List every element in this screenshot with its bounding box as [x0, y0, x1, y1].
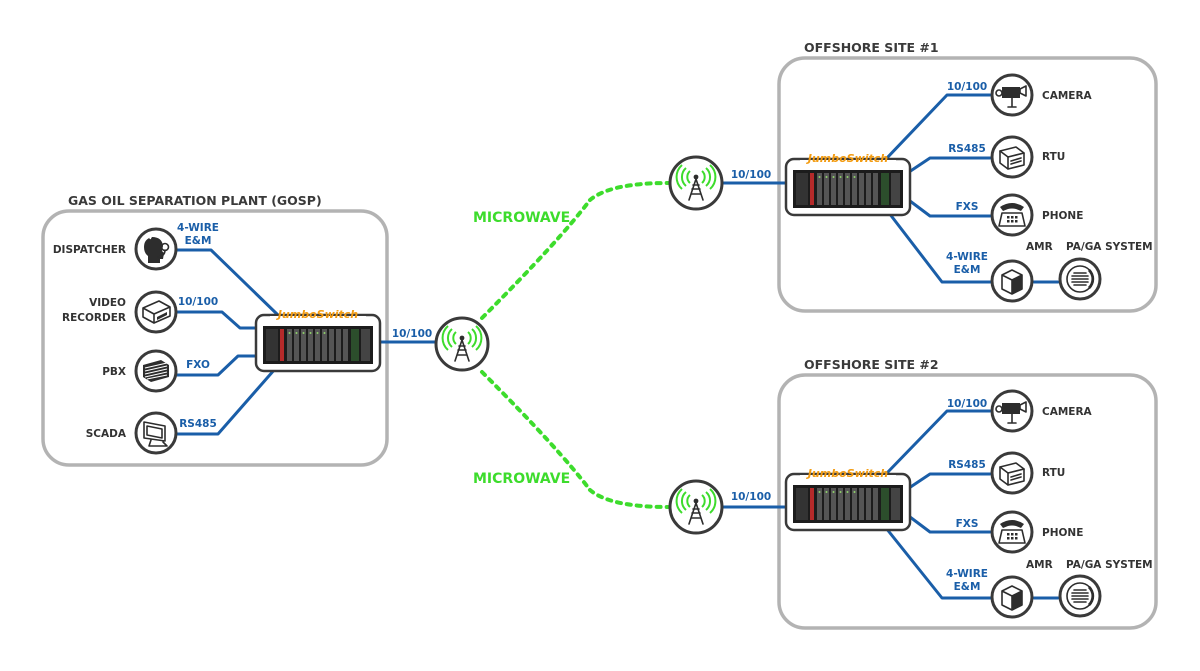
microwave-label-lower: MICROWAVE: [473, 471, 570, 487]
phone-icon-site2: [990, 510, 1034, 554]
site1-link-label-phone: FXS: [956, 201, 979, 213]
microwave-tower-gosp-icon: [434, 316, 490, 372]
phone-icon: [990, 193, 1034, 237]
link-site2-phone: [904, 512, 992, 534]
site1-link-label-rtu: RS485: [948, 143, 986, 155]
site2-link-label-amr-line1: 4-WIRE: [946, 568, 988, 580]
offshore-site-2-title: OFFSHORE SITE #2: [804, 357, 939, 372]
gosp-frame: [41, 209, 389, 467]
site2-switch-brand: JumboSwitch: [806, 467, 888, 480]
amr-icon: [990, 259, 1034, 303]
link-site1-rtu: [904, 156, 992, 176]
site2-label-rtu: RTU: [1042, 467, 1065, 479]
link-site2-camera: [884, 409, 992, 476]
device-label-dispatcher: DISPATCHER: [53, 244, 126, 256]
site1-link-label-uplink: 10/100: [731, 169, 771, 181]
site1-label-camera: CAMERA: [1042, 90, 1093, 102]
site2-link-label-phone: FXS: [956, 518, 979, 530]
rtu-icon-site2: [990, 451, 1034, 495]
link-site2-rtu: [904, 472, 992, 492]
device-label-scada: SCADA: [86, 428, 127, 440]
headset-operator-icon: [134, 227, 178, 271]
site2-label-phone: PHONE: [1042, 527, 1083, 539]
link-site2-amr: [884, 526, 994, 600]
gosp-title: GAS OIL SEPARATION PLANT (GOSP): [68, 193, 322, 208]
gosp-jumboswitch: [254, 313, 382, 373]
site2-link-label-uplink: 10/100: [731, 491, 771, 503]
microwave-label-upper: MICROWAVE: [473, 210, 570, 226]
site1-link-label-camera: 10/100: [947, 81, 987, 93]
offshore-site-1-title: OFFSHORE SITE #1: [804, 40, 939, 55]
link-site1-phone: [904, 196, 992, 218]
device-label-recorder: RECORDER: [62, 312, 126, 324]
site1-jumboswitch: [784, 157, 912, 217]
link-label-dispatcher-line1: 4-WIRE: [177, 222, 219, 234]
site1-label-paga: PA/GA SYSTEM: [1066, 241, 1153, 253]
site2-label-camera: CAMERA: [1042, 406, 1093, 418]
camera-icon: [990, 73, 1034, 117]
site1-link-label-amr-line2: E&M: [954, 264, 981, 276]
microwave-tower-site2-icon: [668, 479, 724, 535]
speaker-icon-site2: [1058, 574, 1102, 618]
monitor-icon: [134, 411, 178, 455]
link-label-gosp-uplink: 10/100: [392, 328, 432, 340]
site1-label-amr: AMR: [1026, 241, 1053, 253]
site1-link-label-amr-line1: 4-WIRE: [946, 251, 988, 263]
link-label-video-recorder: 10/100: [178, 296, 218, 308]
gosp-switch-brand: JumboSwitch: [276, 308, 358, 321]
site1-label-rtu: RTU: [1042, 151, 1065, 163]
site2-link-label-rtu: RS485: [948, 459, 986, 471]
pbx-icon: [134, 349, 178, 393]
site2-jumboswitch: [784, 472, 912, 532]
amr-icon-site2: [990, 575, 1034, 619]
site2-label-amr: AMR: [1026, 559, 1053, 571]
link-video-recorder: [175, 310, 260, 330]
link-label-dispatcher-line2: E&M: [185, 235, 212, 247]
microwave-link-lower: [480, 370, 670, 509]
video-recorder-icon: [134, 290, 178, 334]
speaker-icon: [1058, 257, 1102, 301]
rtu-icon: [990, 135, 1034, 179]
offshore-site-2-frame: [777, 373, 1158, 630]
link-dispatcher: [175, 248, 281, 318]
site2-link-label-camera: 10/100: [947, 398, 987, 410]
link-label-scada: RS485: [179, 418, 217, 430]
site1-switch-brand: JumboSwitch: [806, 152, 888, 165]
link-pbx: [175, 354, 260, 377]
link-scada: [175, 367, 277, 436]
camera-icon-site2: [990, 389, 1034, 433]
microwave-tower-site1-icon: [668, 155, 724, 211]
device-label-pbx: PBX: [102, 366, 126, 378]
site2-link-label-amr-line2: E&M: [954, 581, 981, 593]
device-label-video: VIDEO: [89, 297, 126, 309]
site1-label-phone: PHONE: [1042, 210, 1083, 222]
microwave-link-upper: [480, 181, 670, 320]
link-label-pbx: FXO: [186, 359, 210, 371]
link-site1-amr: [884, 207, 994, 284]
link-site1-camera: [884, 93, 992, 161]
site2-label-paga: PA/GA SYSTEM: [1066, 559, 1153, 571]
